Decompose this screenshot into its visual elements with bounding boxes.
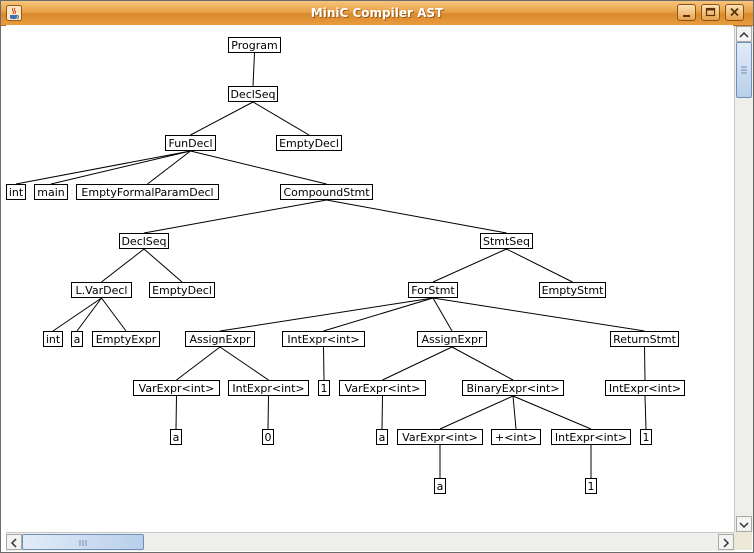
tree-edge (175, 395, 177, 430)
ast-node-fundecl[interactable]: FunDecl (165, 135, 216, 151)
ast-node-main[interactable]: main (34, 184, 68, 200)
ast-node-assignexpr[interactable]: AssignExpr (417, 331, 487, 347)
tree-edge (506, 248, 573, 283)
ast-node-intexpr[interactable]: IntExpr<int> (228, 380, 309, 396)
ast-node-plus-operator[interactable]: +<int> (491, 429, 541, 445)
tree-edge (147, 150, 191, 185)
scroll-right-button[interactable] (718, 534, 734, 550)
grip-icon (741, 66, 747, 74)
title-bar[interactable]: MiniC Compiler AST (1, 1, 753, 26)
maximize-icon (705, 7, 716, 17)
tree-edge (326, 199, 507, 234)
tree-edge (176, 346, 221, 381)
tree-edge (451, 346, 514, 381)
scroll-down-button[interactable] (736, 516, 752, 532)
ast-node-identifier-a[interactable]: a (71, 331, 83, 347)
tree-edge (512, 395, 517, 430)
ast-node-identifier-a[interactable]: a (434, 478, 446, 494)
ast-node-emptystmt[interactable]: EmptyStmt (539, 282, 606, 298)
ast-node-program[interactable]: Program (228, 37, 281, 53)
minimize-button[interactable] (677, 4, 696, 21)
tree-edge (432, 297, 645, 332)
ast-node-emptyformalparamdecl[interactable]: EmptyFormalParamDecl (76, 184, 219, 200)
vertical-scroll-thumb[interactable] (736, 42, 752, 98)
tree-edge (76, 297, 102, 332)
arrow-down-icon (739, 522, 749, 529)
ast-node-varexpr[interactable]: VarExpr<int> (397, 429, 483, 445)
ast-node-intexpr[interactable]: IntExpr<int> (605, 380, 685, 396)
ast-node-lvardecl[interactable]: L.VarDecl (71, 282, 132, 298)
scroll-up-button[interactable] (736, 26, 752, 42)
arrow-right-icon (723, 538, 730, 548)
tree-edge (432, 248, 507, 283)
ast-node-identifier-a[interactable]: a (376, 429, 388, 445)
ast-node-int-type[interactable]: int (6, 184, 26, 200)
ast-node-int-type[interactable]: int (43, 331, 63, 347)
horizontal-scrollbar[interactable] (6, 532, 734, 551)
close-button[interactable] (725, 4, 744, 21)
tree-edge (267, 395, 269, 430)
ast-node-assignexpr[interactable]: AssignExpr (185, 331, 255, 347)
tree-edge (50, 150, 191, 185)
ast-tree-canvas[interactable]: Program DeclSeq FunDecl EmptyDecl int ma… (6, 25, 733, 531)
ast-node-emptyexpr[interactable]: EmptyExpr (92, 331, 160, 347)
ast-node-literal-1[interactable]: 1 (318, 380, 330, 396)
ast-node-returnstmt[interactable]: ReturnStmt (610, 331, 679, 347)
tree-edge (190, 101, 254, 136)
tree-edge (143, 199, 327, 234)
ast-node-compoundstmt[interactable]: CompoundStmt (280, 184, 373, 200)
tree-edge (101, 248, 145, 283)
scrollbar-corner (734, 532, 752, 550)
ast-node-varexpr[interactable]: VarExpr<int> (339, 380, 426, 396)
arrow-up-icon (739, 31, 749, 38)
tree-edge (101, 297, 127, 332)
tree-edge (143, 248, 183, 283)
ast-node-stmtseq[interactable]: StmtSeq (480, 233, 533, 249)
tree-edge (323, 346, 325, 381)
close-icon (730, 7, 739, 17)
minimize-icon (683, 15, 690, 17)
horizontal-scroll-thumb[interactable] (22, 534, 144, 550)
ast-node-literal-1[interactable]: 1 (585, 478, 597, 494)
window-title: MiniC Compiler AST (310, 6, 444, 20)
ast-node-identifier-a[interactable]: a (170, 429, 182, 445)
ast-node-literal-0[interactable]: 0 (262, 429, 274, 445)
ast-node-forstmt[interactable]: ForStmt (408, 282, 458, 298)
vertical-scrollbar[interactable] (734, 26, 753, 532)
tree-edge (219, 297, 434, 332)
ast-node-intexpr[interactable]: IntExpr<int> (551, 429, 631, 445)
tree-edge (439, 395, 514, 430)
ast-node-varexpr[interactable]: VarExpr<int> (133, 380, 220, 396)
tree-edge (252, 101, 310, 136)
tree-edge (252, 52, 255, 87)
tree-edge (323, 297, 434, 332)
tree-edge (644, 395, 647, 430)
ast-node-binaryexpr[interactable]: BinaryExpr<int> (462, 380, 564, 396)
tree-edge (190, 150, 327, 185)
tree-edge (512, 395, 592, 430)
arrow-left-icon (10, 538, 17, 548)
tree-edges (15, 52, 647, 478)
ast-node-declseq[interactable]: DeclSeq (119, 233, 169, 249)
ast-node-literal-1[interactable]: 1 (640, 429, 652, 445)
maximize-button[interactable] (701, 4, 720, 21)
tree-edge (382, 346, 453, 381)
scroll-left-button[interactable] (6, 534, 22, 550)
ast-node-declseq[interactable]: DeclSeq (228, 86, 278, 102)
tree-edge (432, 297, 453, 332)
ast-node-emptydecl[interactable]: EmptyDecl (276, 135, 342, 151)
ast-node-intexpr[interactable]: IntExpr<int> (282, 331, 365, 347)
tree-edge (15, 150, 191, 185)
tree-edge (644, 346, 646, 381)
tree-edge (381, 395, 383, 430)
java-cup-icon[interactable] (6, 5, 22, 21)
grip-icon (79, 540, 87, 546)
ast-node-emptydecl[interactable]: EmptyDecl (149, 282, 215, 298)
tree-edge (219, 346, 269, 381)
tree-edge (52, 297, 102, 332)
